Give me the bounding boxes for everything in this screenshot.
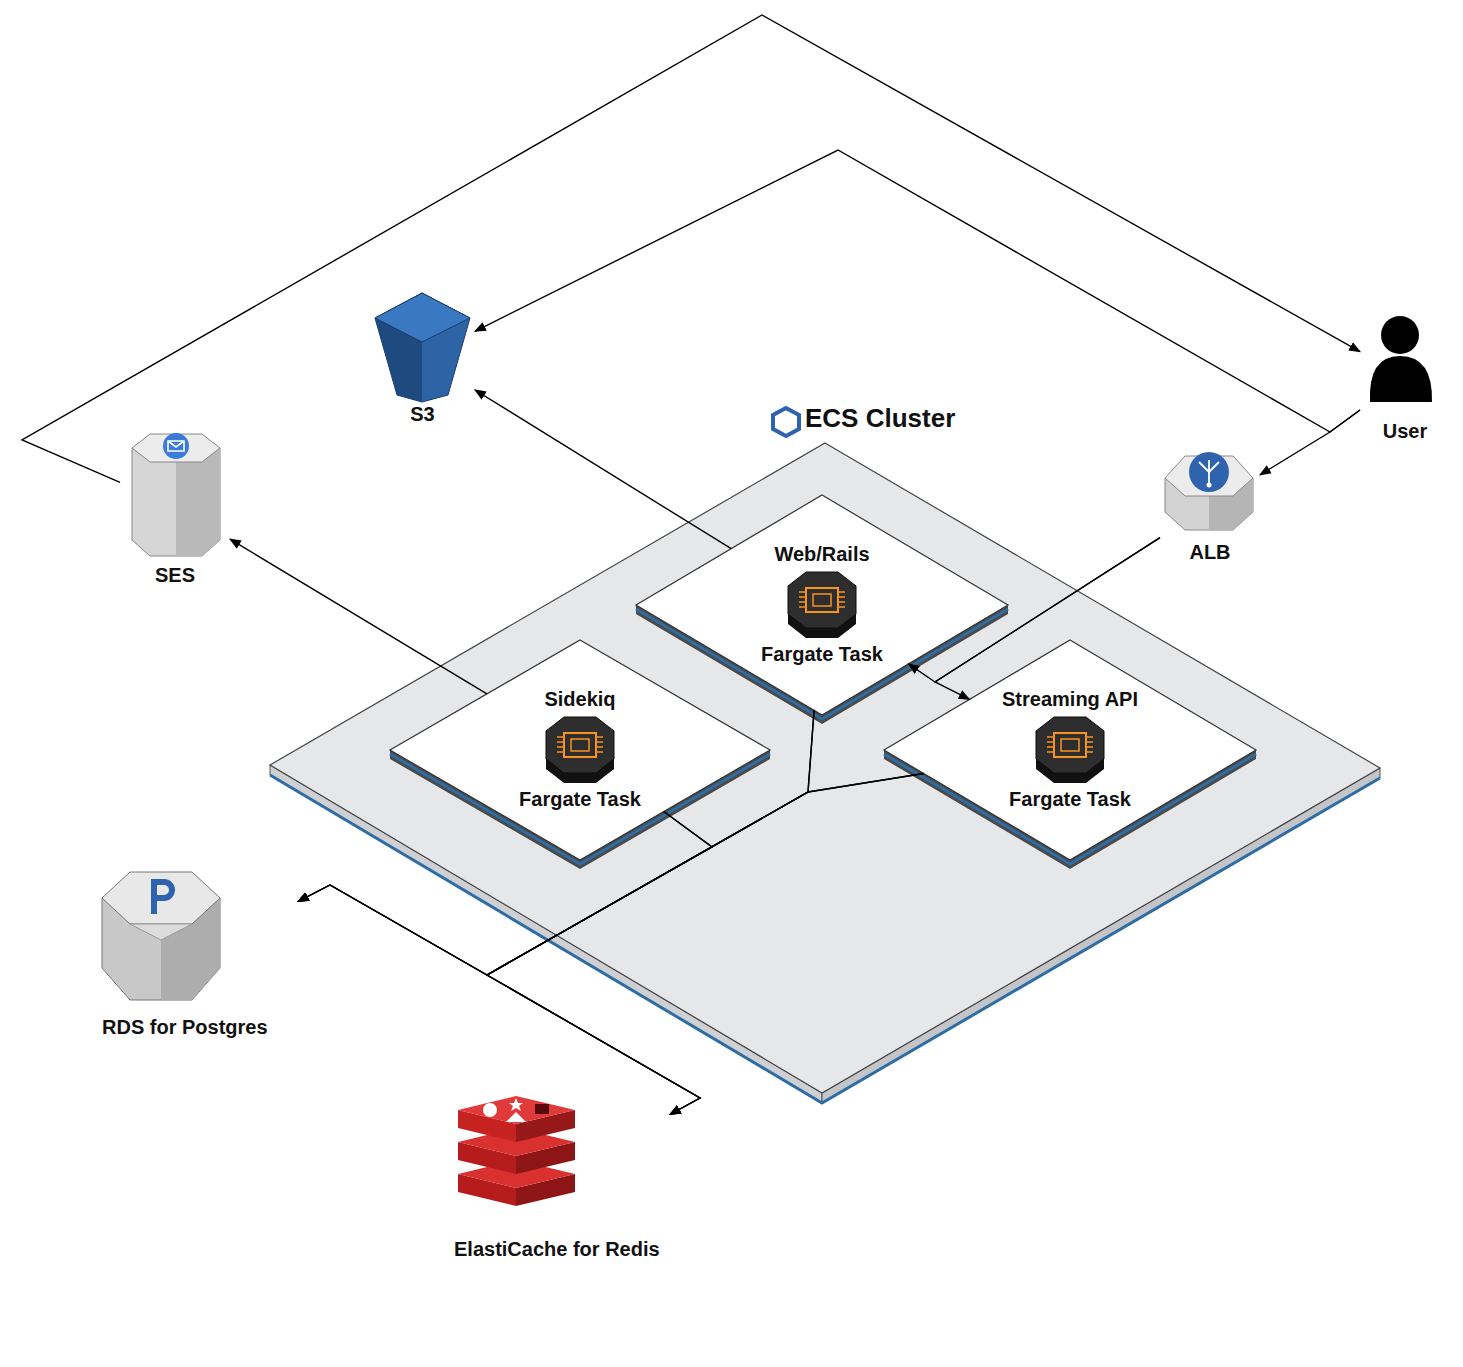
ecs-icon [773, 408, 799, 436]
cluster-platform [270, 443, 1380, 1103]
s3-bucket-icon [375, 293, 470, 402]
connector [22, 15, 1360, 482]
rds-icon [102, 872, 220, 1000]
connector [487, 710, 814, 1114]
storage-node: S3 [370, 290, 475, 425]
service-label: ElastiCache for Redis [454, 1238, 660, 1260]
connector [298, 812, 712, 976]
cluster-region: ECS ClusterWeb/RailsFargate TaskSidekiqF… [268, 400, 1382, 1105]
service-label: RDS for Postgres [102, 1016, 268, 1038]
connector [298, 774, 924, 976]
cluster-title: ECS Cluster [805, 403, 955, 433]
task-box: Web/RailsFargate Task [636, 495, 1008, 715]
user-icon [1370, 316, 1432, 402]
service-node: ALB [1160, 448, 1260, 563]
ses-icon [132, 433, 220, 556]
connector [935, 538, 1160, 700]
task-tile [390, 640, 770, 869]
fargate-icon [1036, 717, 1104, 783]
elasticache-icon [458, 1096, 575, 1206]
task-tile [636, 495, 1008, 724]
task-box: SidekiqFargate Task [390, 640, 770, 860]
service-label: S3 [370, 403, 475, 425]
task-tile [884, 640, 1256, 869]
actor-node: User [1360, 312, 1450, 442]
database-node: RDS for Postgres [98, 868, 298, 1038]
connector [487, 812, 712, 1115]
task-label: Fargate Task [884, 788, 1256, 810]
service-node: SES [120, 426, 230, 586]
task-title: Sidekiq [390, 688, 770, 710]
task-label: Fargate Task [390, 788, 770, 810]
connector [475, 390, 731, 549]
actor-label: User [1360, 420, 1450, 442]
fargate-icon [546, 717, 614, 783]
connector [1260, 410, 1360, 475]
service-label: SES [120, 564, 230, 586]
fargate-icon [788, 572, 856, 638]
connector [487, 774, 924, 1115]
task-title: Streaming API [884, 688, 1256, 710]
connector [475, 150, 1360, 432]
cache-node: ElastiCache for Redis [450, 1090, 670, 1260]
task-label: Fargate Task [636, 643, 1008, 665]
connector [230, 539, 487, 694]
connector [908, 538, 1160, 682]
service-label: ALB [1160, 541, 1260, 563]
task-title: Web/Rails [636, 543, 1008, 565]
task-box: Streaming API Fargate Task [884, 640, 1256, 860]
alb-icon [1165, 452, 1253, 530]
